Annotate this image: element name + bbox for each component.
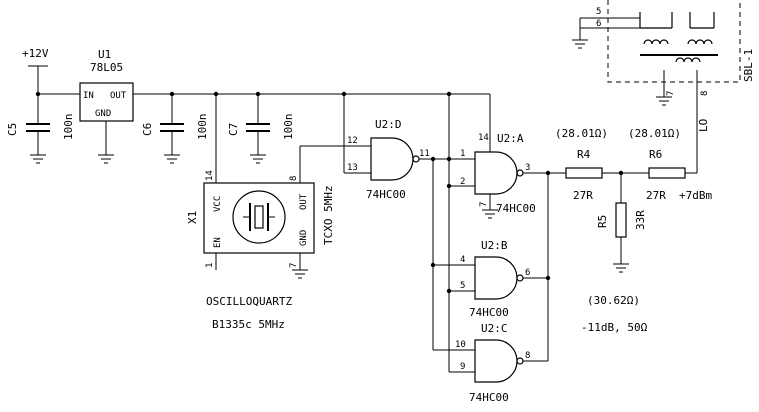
capacitor-c5: C5 100n xyxy=(6,94,75,164)
capacitor-c7: C7 100n xyxy=(227,94,295,164)
mixer-pin6: 6 xyxy=(596,19,601,29)
u2d-pin-out: 11 xyxy=(419,149,430,159)
r4-ref: R4 xyxy=(577,148,591,161)
gate-u2a: U2:A 74HC00 14 1 2 3 7 xyxy=(460,94,536,219)
attenuation-note: -11dB, 50Ω xyxy=(581,321,648,334)
x1-pin-en: 1 xyxy=(205,263,215,268)
mixer-ref: SBL-1 xyxy=(742,49,755,82)
mixer-lo-label: LO xyxy=(697,119,710,132)
r5-ref: R5 xyxy=(596,215,609,228)
resistor-r5: R5 33R (30.62Ω) xyxy=(587,173,647,307)
capacitor-c6: C6 100n xyxy=(141,94,209,164)
u1-in-label: IN xyxy=(83,91,94,101)
r4-value: 27R xyxy=(573,189,593,202)
c7-value: 100n xyxy=(282,114,295,141)
u2a-pin-out: 3 xyxy=(525,163,530,173)
mixer-pin7: 7 xyxy=(666,91,676,96)
oscillator-x1: X1 VCC EN OUT GND 14 1 8 7 TCXO 5MHz OSC… xyxy=(186,94,335,331)
u2c-part: 74HC00 xyxy=(469,391,509,404)
x1-vcc-label: VCC xyxy=(213,196,223,212)
supply-label: +12V xyxy=(22,47,49,60)
u2a-part: 74HC00 xyxy=(496,202,536,215)
u2a-pin-gnd: 7 xyxy=(479,202,489,207)
u2d-pin-a: 12 xyxy=(347,136,358,146)
u2a-ref: U2:A xyxy=(497,132,524,145)
u2c-ref: U2:C xyxy=(481,322,508,335)
u2c-pin-a: 10 xyxy=(455,340,466,350)
resistor-r4: (28.01Ω) R4 27R xyxy=(555,127,608,202)
x1-type: TCXO 5MHz xyxy=(322,185,335,245)
c7-ref: C7 xyxy=(227,123,240,136)
u2b-pin-out: 6 xyxy=(525,268,530,278)
u2d-pin-b: 13 xyxy=(347,163,358,173)
r6-value: 27R xyxy=(646,189,666,202)
r4-impedance: (28.01Ω) xyxy=(555,127,608,140)
x1-maker: OSCILLOQUARTZ xyxy=(206,295,292,308)
mixer-pin5: 5 xyxy=(596,7,601,17)
c6-ref: C6 xyxy=(141,123,154,136)
u2a-pin-vcc: 14 xyxy=(478,133,489,143)
u2c-pin-b: 9 xyxy=(460,362,465,372)
u2b-pin-a: 4 xyxy=(460,255,465,265)
c5-ref: C5 xyxy=(6,123,19,136)
u2d-part: 74HC00 xyxy=(366,188,406,201)
u2a-pin-a: 1 xyxy=(460,149,465,159)
mixer-sbl1: 5 6 7 8 LO SBL-1 xyxy=(572,0,755,132)
x1-gnd-label: GND xyxy=(299,230,309,246)
u1-gnd-label: GND xyxy=(95,109,111,119)
u2b-part: 74HC00 xyxy=(469,306,509,319)
x1-ref: X1 xyxy=(186,211,199,224)
c6-value: 100n xyxy=(196,114,209,141)
x1-model: B1335c 5MHz xyxy=(212,318,285,331)
u2b-ref: U2:B xyxy=(481,239,508,252)
x1-pin-out: 8 xyxy=(289,176,299,181)
gate-u2d: U2:D 74HC00 12 13 11 xyxy=(347,118,430,201)
c5-value: 100n xyxy=(62,114,75,141)
u2d-ref: U2:D xyxy=(375,118,402,131)
resistor-r6: (28.01Ω) R6 27R xyxy=(628,127,686,202)
gate-u2b: U2:B 74HC00 4 5 6 xyxy=(460,239,530,319)
u2a-pin-b: 2 xyxy=(460,177,465,187)
supply-12v: +12V xyxy=(22,47,49,94)
power-note: +7dBm xyxy=(679,189,712,202)
u2b-pin-b: 5 xyxy=(460,281,465,291)
mixer-pin8: 8 xyxy=(700,91,710,96)
x1-pin-vcc: 14 xyxy=(205,170,215,181)
x1-out-label: OUT xyxy=(299,193,309,210)
r6-ref: R6 xyxy=(649,148,662,161)
regulator-u1: U1 78L05 IN OUT GND xyxy=(79,48,134,164)
r5-value: 33R xyxy=(634,210,647,230)
u1-ref: U1 xyxy=(98,48,111,61)
u2c-pin-out: 8 xyxy=(525,351,530,361)
r6-impedance: (28.01Ω) xyxy=(628,127,681,140)
x1-pin-gnd: 7 xyxy=(289,263,299,268)
u1-part: 78L05 xyxy=(90,61,123,74)
x1-en-label: EN xyxy=(213,237,223,248)
u1-out-label: OUT xyxy=(110,91,127,101)
r5-impedance: (30.62Ω) xyxy=(587,294,640,307)
gate-u2c: U2:C 74HC00 10 9 8 xyxy=(455,322,530,404)
